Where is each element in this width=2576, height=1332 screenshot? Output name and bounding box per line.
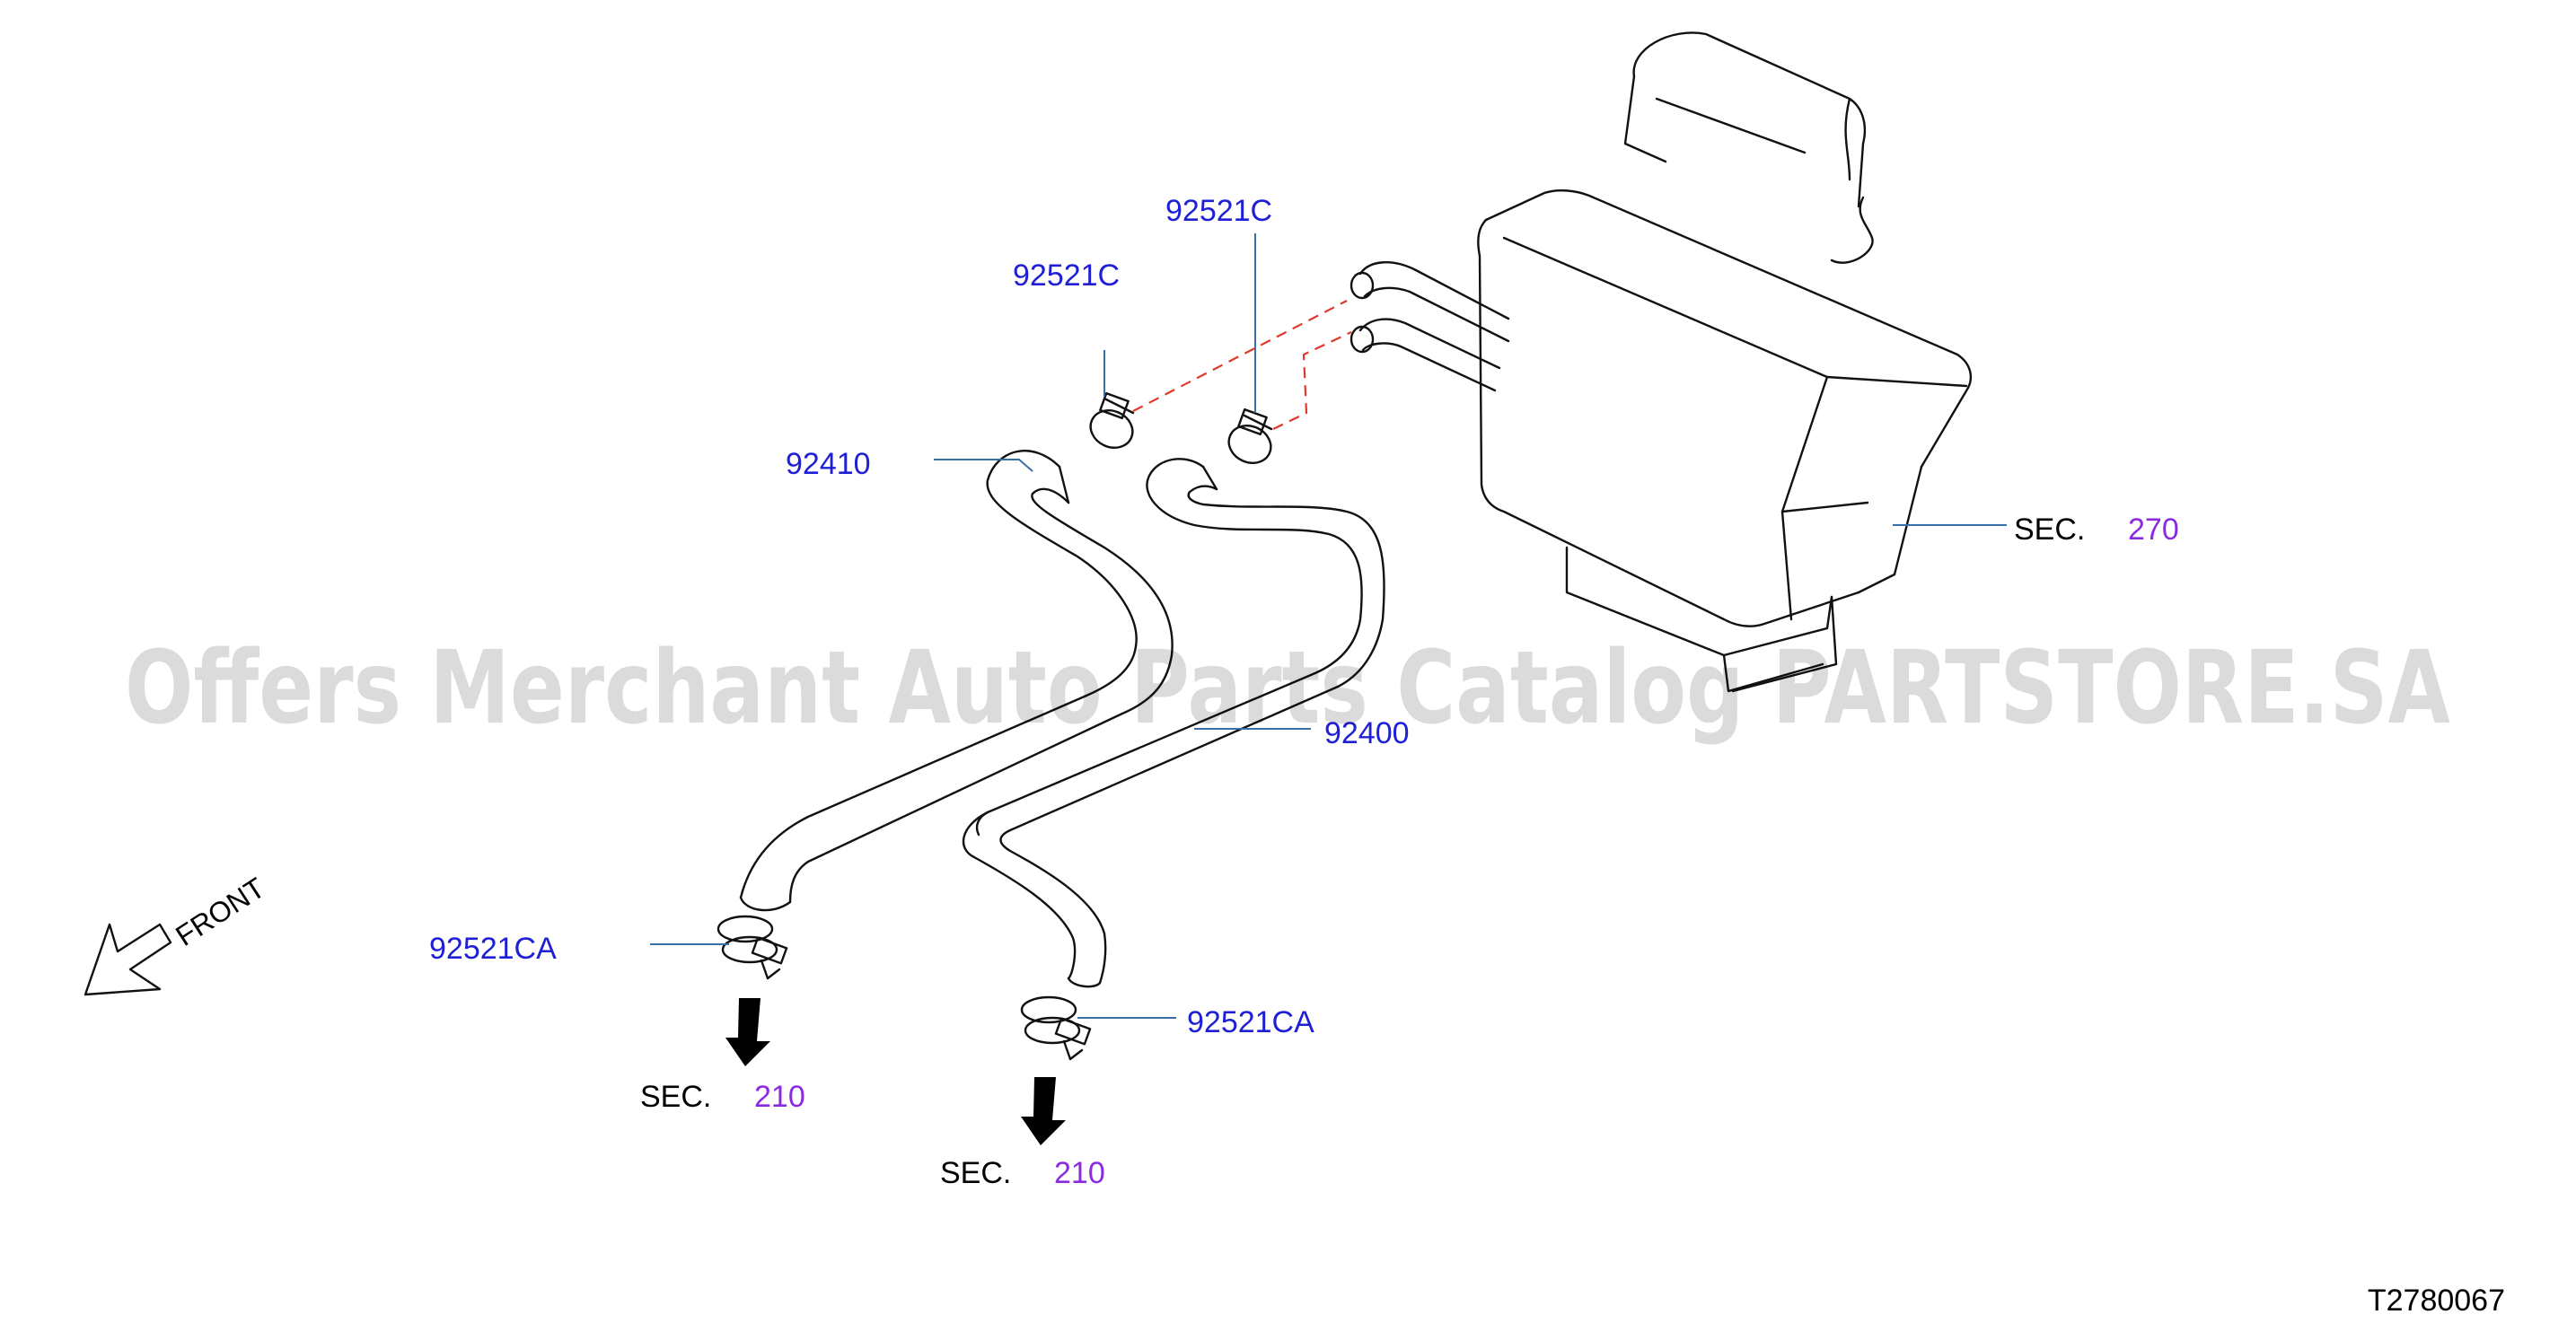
part-label-92521c-right: 92521C — [1165, 194, 1272, 228]
part-label-92400: 92400 — [1324, 716, 1410, 750]
sec-number-270[interactable]: 270 — [2128, 513, 2179, 547]
front-label: FRONT — [170, 872, 270, 952]
hose-92410-drawing — [739, 450, 1174, 912]
clamp-92521ca-left-drawing — [717, 915, 788, 980]
clamp-92521c-left-drawing — [1089, 391, 1135, 449]
arrow-down-icon — [725, 998, 770, 1066]
sec-prefix-210-left: SEC. — [640, 1080, 711, 1114]
illustration-id: T2780067 — [2368, 1284, 2505, 1318]
part-label-92410: 92410 — [786, 447, 871, 481]
part-label-92521c-left: 92521C — [1013, 259, 1120, 293]
part-label-92521ca-left: 92521CA — [429, 932, 557, 966]
front-arrow-icon — [84, 923, 172, 996]
clamp-92521c-right-drawing — [1227, 407, 1273, 464]
hidden-line-upper — [1132, 300, 1348, 412]
heater-unit-drawing — [1350, 31, 1972, 693]
hose-92400-drawing — [962, 458, 1385, 988]
hidden-line-lower — [1272, 331, 1352, 430]
sec-number-210-right[interactable]: 210 — [1054, 1156, 1105, 1190]
clamp-92521ca-right-drawing — [1020, 995, 1092, 1061]
sec-prefix-210-right: SEC. — [940, 1156, 1011, 1190]
sec-number-210-left[interactable]: 210 — [754, 1080, 805, 1114]
part-label-92521ca-right: 92521CA — [1187, 1005, 1314, 1039]
leader-line — [934, 459, 1033, 472]
sec-prefix-270: SEC. — [2014, 513, 2085, 547]
watermark-text: Offers Merchant Auto Parts Catalog PARTS… — [125, 630, 2450, 747]
arrow-down-icon — [1021, 1077, 1066, 1145]
